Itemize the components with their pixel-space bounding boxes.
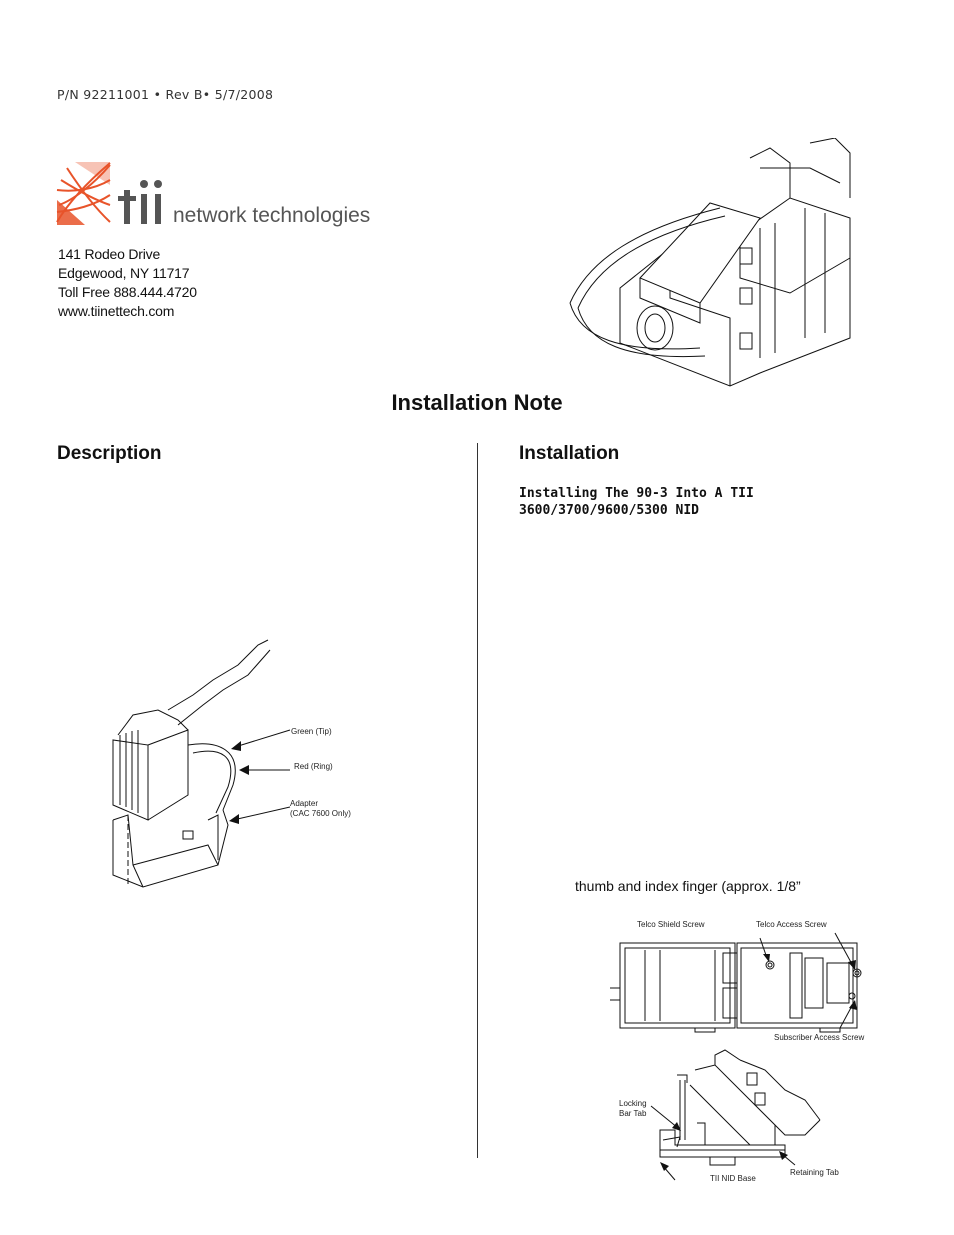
label-retaining-tab: Retaining Tab <box>790 1168 839 1177</box>
page-title: Installation Note <box>391 390 563 415</box>
installation-subheading: Installing The 90-3 Into A TII 3600/3700… <box>519 486 754 518</box>
nid-top-view-figure <box>610 932 862 1033</box>
label-green-tip: Green (Tip) <box>291 727 332 736</box>
product-illustration-top <box>569 138 851 387</box>
label-tii-nid-base: TII NID Base <box>710 1174 756 1183</box>
column-divider <box>477 443 478 1158</box>
description-callout-arrows <box>229 729 291 824</box>
logo-tagline: network technologies <box>173 204 371 227</box>
label-adapter: Adapter (CAC 7600 Only) <box>290 799 351 818</box>
label-telco-access-screw: Telco Access Screw <box>756 920 827 929</box>
label-subscriber-access-screw: Subscriber Access Screw <box>774 1033 865 1042</box>
installation-heading: Installation <box>519 443 620 464</box>
label-locking-bar-tab: Locking Bar Tab <box>619 1099 647 1118</box>
company-address: 141 Rodeo Drive Edgewood, NY 11717 Toll … <box>58 245 197 321</box>
description-figure <box>112 639 271 888</box>
installation-body-fragment: thumb and index finger (approx. 1/8” <box>575 878 801 894</box>
label-red-ring: Red (Ring) <box>294 762 333 771</box>
nid-side-view-figure <box>659 1049 821 1166</box>
description-heading: Description <box>57 443 162 464</box>
address-website: www.tiinettech.com <box>58 303 175 319</box>
nid-side-view-arrows <box>650 1105 681 1181</box>
tii-swoosh-logo-icon <box>56 162 162 225</box>
company-logo: network technologies <box>55 160 415 230</box>
address-phone: Toll Free 888.444.4720 <box>58 284 197 300</box>
label-telco-shield-screw: Telco Shield Screw <box>637 920 705 929</box>
address-street: 141 Rodeo Drive <box>58 246 161 262</box>
part-number: P/N 92211001 • Rev B• 5/7/2008 <box>57 87 274 102</box>
address-city: Edgewood, NY 11717 <box>58 265 190 281</box>
